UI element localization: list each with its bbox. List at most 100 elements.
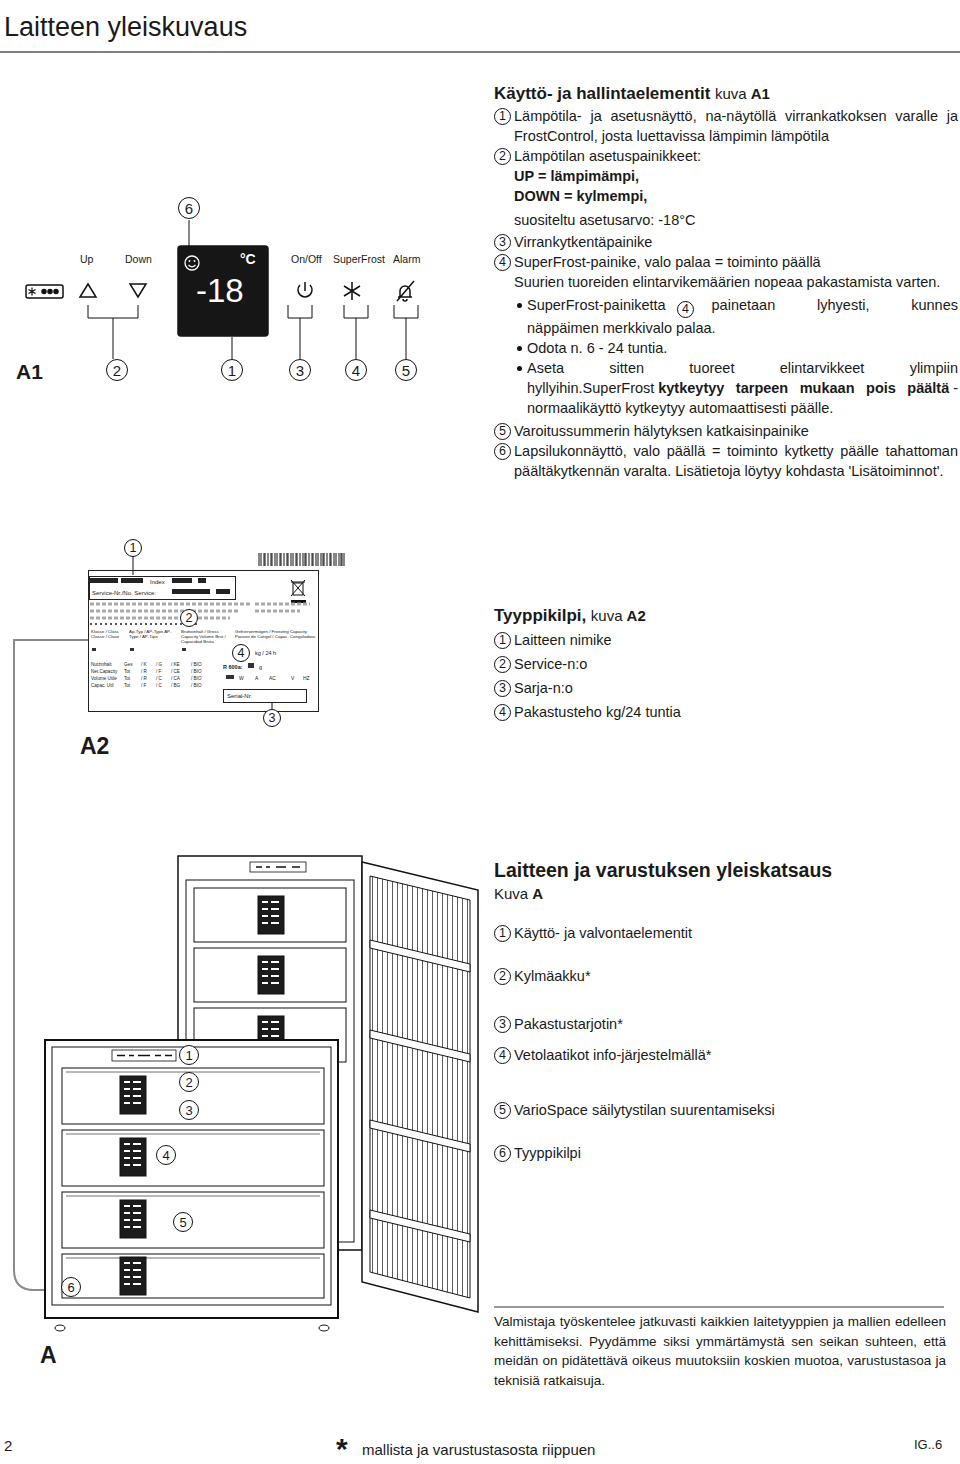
document-code: IG..6: [914, 1438, 942, 1453]
button-label: Up: [80, 253, 93, 265]
callout-number: 4: [494, 1047, 511, 1064]
plate-text: AC: [269, 676, 276, 682]
callout-number: 1: [179, 1045, 199, 1065]
plate-text: Nutzinhalt: [91, 662, 111, 667]
callout-number: 4: [232, 644, 250, 662]
text: DOWN = kylmempi,: [514, 188, 647, 204]
text: Odota n. 6 - 24 tuntia.: [527, 340, 667, 356]
plate-text: A: [255, 676, 258, 682]
plate-text: / C: [156, 683, 162, 688]
text-block: Tyyppikilpi,kuvaA2: [494, 604, 958, 628]
text-block: 2Lämpötilan asetuspainikkeet:: [494, 146, 958, 166]
callout-number: 3: [289, 359, 311, 381]
text-column: Tyyppikilpi,kuvaA21Laitteen nimike2Servi…: [494, 604, 958, 724]
page-number: 2: [4, 1437, 12, 1454]
text: Tyyppikilpi: [514, 1145, 581, 1161]
text-block: 5Varoitussummerin hälytyksen katkaisinpa…: [494, 421, 958, 441]
text-block: 6Lapsilukonnäyttö, valo päällä = toimint…: [494, 441, 958, 481]
text-block: 5VarioSpace säilytystilan suurentamiseks…: [494, 1100, 958, 1120]
text-column: 5VarioSpace säilytystilan suurentamiseks…: [494, 1100, 958, 1120]
page-title: Laitteen yleiskuvaus: [4, 10, 247, 44]
plate-text: Service-Nr./No. Service:: [92, 590, 156, 597]
bullet: [517, 366, 522, 371]
callout-number: 1: [494, 632, 511, 649]
footnote: mallista ja varustustasosta riippuen: [362, 1441, 595, 1458]
text-block: 4Pakastusteho kg/24 tuntia: [494, 700, 958, 724]
plate-text: / C: [156, 676, 162, 681]
text-block: 3Virrankytkentäpainike: [494, 232, 958, 252]
text: Käyttö- ja valvontaelementit: [514, 925, 692, 941]
plate-text: Capac. Util: [91, 683, 113, 688]
text-block: Suurien tuoreiden elintarvikemäärien nop…: [494, 272, 958, 292]
text-column: 2Kylmäakku*: [494, 966, 958, 986]
plate-text: HZ: [303, 676, 310, 682]
index-field: IndexService-Nr./No. Service:: [89, 576, 236, 600]
callout-number: 4: [345, 359, 367, 381]
callout-number: 1: [494, 925, 511, 942]
plate-text: / BIO: [191, 662, 201, 667]
callout-number: 2: [494, 656, 511, 673]
plate-text: / BIO: [191, 676, 201, 681]
text-block: 1Käyttö- ja valvontaelementit: [494, 923, 958, 943]
text: Suurien tuoreiden elintarvikemäärien nop…: [514, 274, 940, 290]
plate-text: Ap-Typ / AP-Type AP-Type / AP-Tipo: [129, 630, 179, 640]
text-block: DOWN = kylmempi,: [494, 186, 958, 206]
text: VarioSpace säilytystilan suurentamiseksi: [514, 1102, 775, 1118]
callout-number: 4: [494, 254, 511, 271]
callout-number: 1: [124, 539, 142, 557]
text: kuva: [715, 85, 747, 102]
text-block: SuperFrost-painiketta4painetaan lyhyesti…: [494, 295, 958, 338]
callout-number: 3: [179, 1100, 199, 1120]
callout-number: 2: [494, 968, 511, 985]
text: A: [532, 885, 543, 902]
callout-number: 2: [106, 359, 128, 381]
plate-text: / BIO: [191, 683, 201, 688]
callout-number: 1: [221, 359, 243, 381]
plate-text: / CA: [171, 676, 180, 681]
callout-number: 3: [494, 1016, 511, 1033]
text-block: 2Kylmäakku*: [494, 966, 958, 986]
button-label: Down: [125, 253, 152, 265]
bullet: [517, 303, 522, 308]
text-block: Käyttö- ja hallintaelementitkuvaA1: [494, 82, 958, 106]
plate-text: Serial-Nr.: [227, 693, 252, 700]
text: kytkeytyy tarpeen mukaan pois päältä: [658, 380, 949, 396]
figure-label: A1: [16, 360, 43, 384]
text-block: Aseta sitten tuoreet elintarvikkeet ylim…: [494, 358, 958, 418]
text-column: 3Pakastustarjotin*: [494, 1014, 958, 1034]
text-block: 4Vetolaatikot info-järjestelmällä*: [494, 1045, 958, 1065]
text: Lämpötila- ja asetusnäyttö, na-näytöllä …: [514, 108, 958, 144]
text: Kuva: [494, 885, 528, 902]
plate-text: Net.Capacity: [91, 669, 117, 674]
display-panel: °C-18: [178, 246, 268, 336]
text-column: 6Tyyppikilpi: [494, 1143, 958, 1163]
callout-number: 2: [179, 1072, 199, 1092]
text-block: 1Laitteen nimike: [494, 628, 958, 652]
plate-text: W: [239, 676, 244, 682]
text: Käyttö- ja hallintaelementit: [494, 84, 710, 103]
callout-number: 5: [494, 1102, 511, 1119]
footnote-rule: [494, 1307, 944, 1308]
footnote-mark: *: [336, 1432, 348, 1464]
plate-text: / R: [141, 669, 147, 674]
text-block: 6Tyyppikilpi: [494, 1143, 958, 1163]
control-panel: [26, 220, 418, 359]
text: Laitteen nimike: [514, 632, 612, 648]
plate-text: / K: [141, 662, 147, 667]
bullet: [517, 346, 522, 351]
text: Service-n:o: [514, 656, 587, 672]
text: SuperFrost-painiketta: [527, 297, 666, 313]
callout-number: 5: [494, 423, 511, 440]
text-block: 3Pakastustarjotin*: [494, 1014, 958, 1034]
callout-number: 4: [494, 704, 511, 721]
plate-text: Bruttoinhalt / Gross Capacity Volume Bru…: [181, 630, 233, 644]
text: Tyyppikilpi,: [494, 606, 586, 625]
plate-text: / F: [141, 683, 146, 688]
plate-text: Klasse / Class Classe / Clase: [91, 630, 129, 640]
plate-text: / BIO: [191, 669, 201, 674]
text: Lämpötilan asetuspainikkeet:: [514, 148, 701, 164]
plate-text: Tot: [124, 669, 130, 674]
plate-text: R 600a:: [223, 664, 243, 670]
plate-text: / G: [156, 662, 162, 667]
